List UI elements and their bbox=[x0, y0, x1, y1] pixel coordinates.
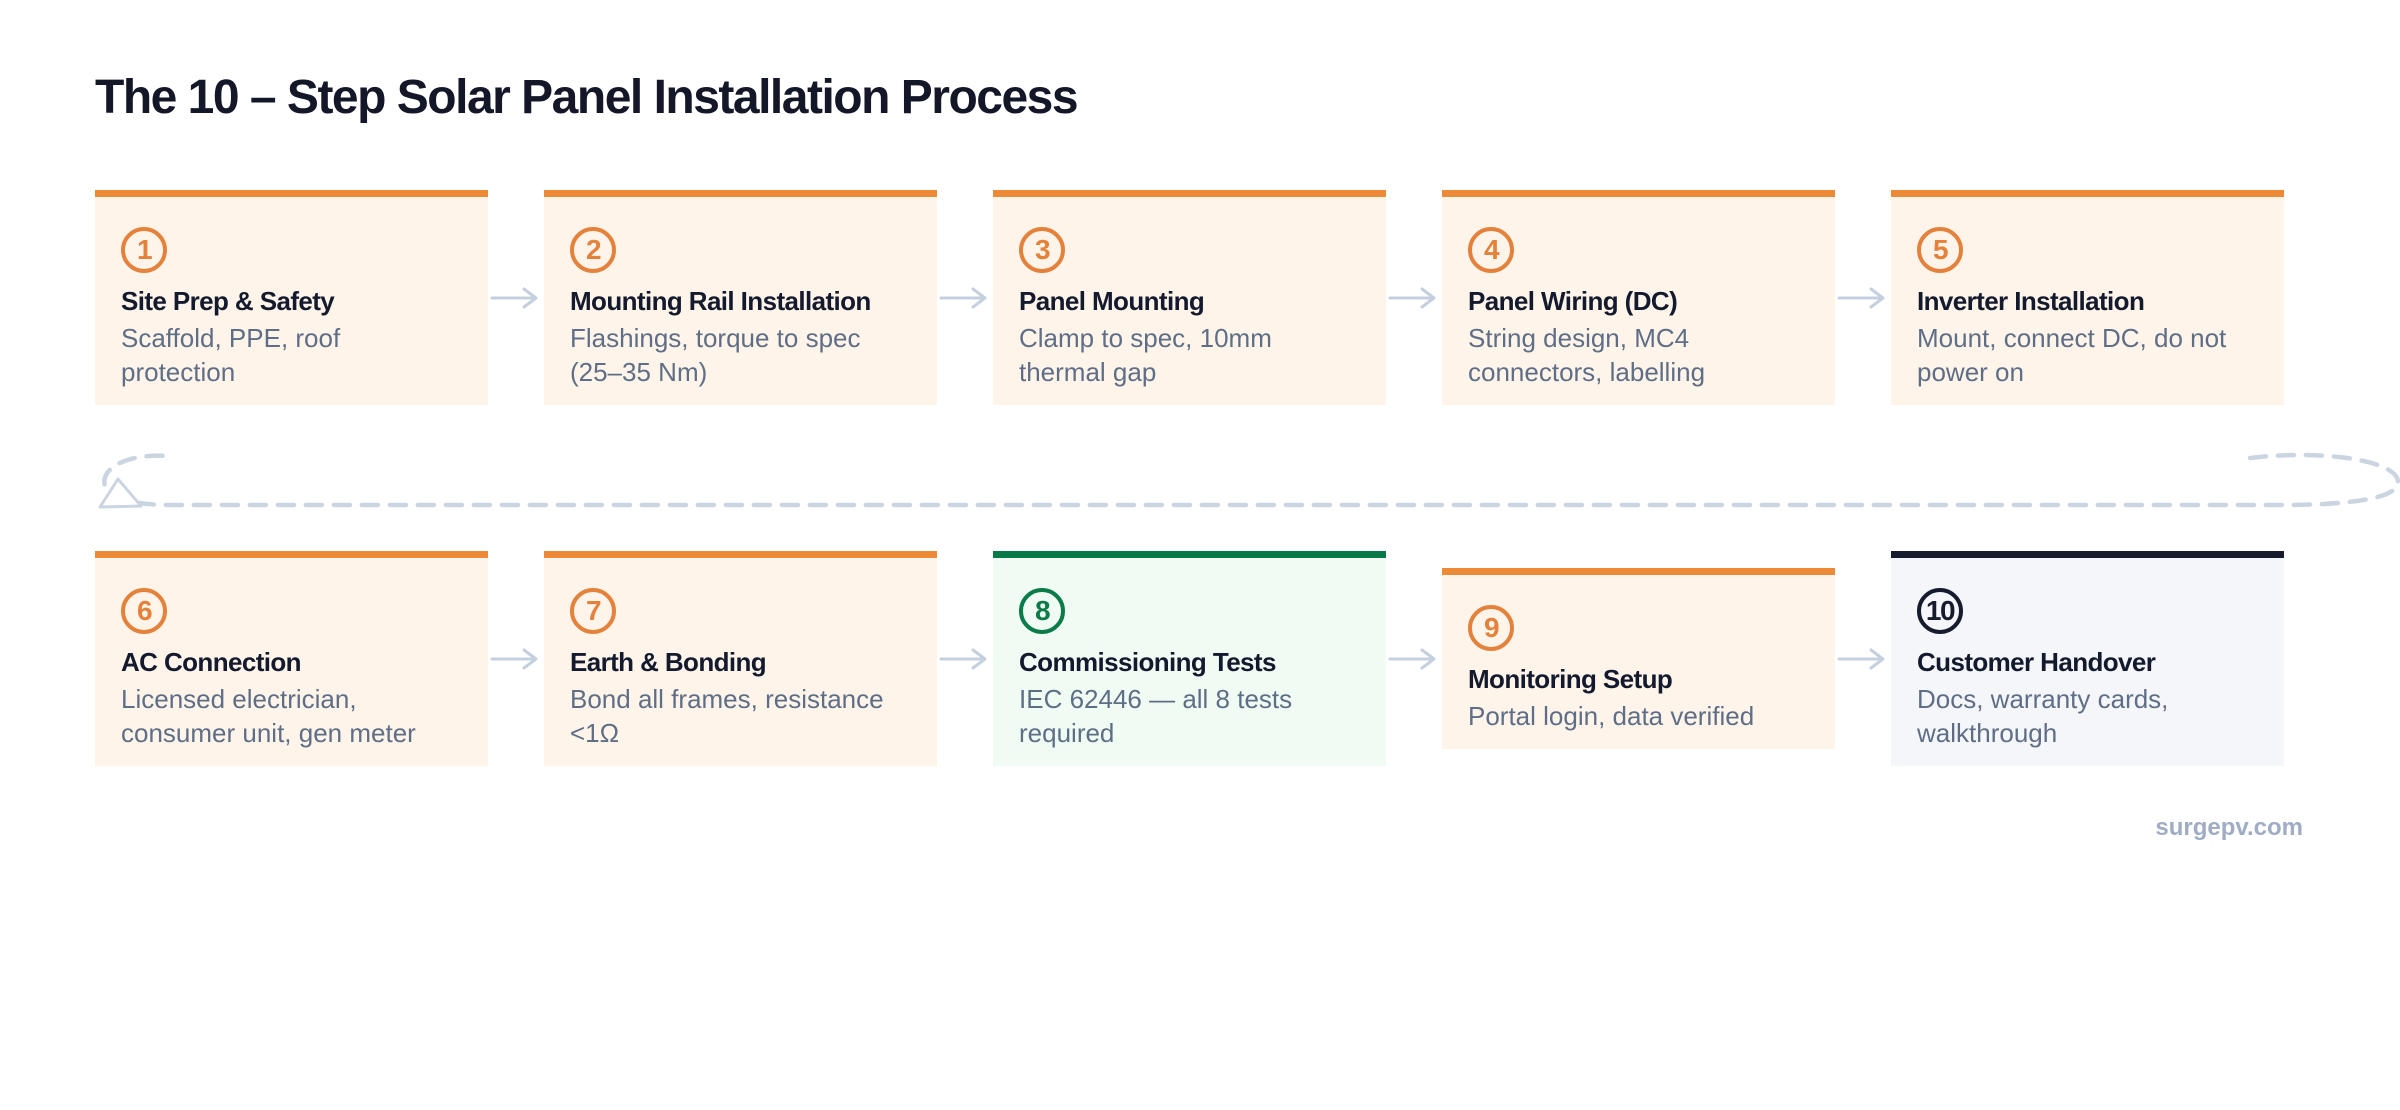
card-body: 2 Mounting Rail Installation Flashings, … bbox=[544, 197, 937, 405]
step-number-badge: 5 bbox=[1917, 227, 1963, 273]
step-title: Customer Handover bbox=[1917, 647, 2156, 677]
card-body: 5 Inverter Installation Mount, connect D… bbox=[1891, 197, 2284, 405]
card-body: 1 Site Prep & Safety Scaffold, PPE, roof… bbox=[95, 197, 488, 405]
step-arrow bbox=[1386, 647, 1442, 671]
row-2: 6 AC Connection Licensed electrician, co… bbox=[0, 551, 2400, 766]
card-accent-bar bbox=[95, 551, 488, 558]
arrow-right-icon bbox=[1837, 287, 1885, 308]
step-card: 1 Site Prep & Safety Scaffold, PPE, roof… bbox=[95, 190, 488, 405]
card-accent-bar bbox=[1442, 568, 1835, 575]
step-card: 5 Inverter Installation Mount, connect D… bbox=[1891, 190, 2284, 405]
step-description: Clamp to spec, 10mm thermal gap bbox=[1019, 323, 1272, 387]
step-title: Commissioning Tests bbox=[1019, 647, 1276, 677]
card-body: 10 Customer Handover Docs, warranty card… bbox=[1891, 558, 2284, 766]
step-description: Scaffold, PPE, roof protection bbox=[121, 323, 341, 387]
step-card: 10 Customer Handover Docs, warranty card… bbox=[1891, 551, 2284, 766]
step-number-badge: 2 bbox=[570, 227, 616, 273]
step-arrow bbox=[488, 286, 544, 310]
loop-connector bbox=[0, 405, 2400, 551]
step-arrow bbox=[937, 647, 993, 671]
step-arrow bbox=[1835, 286, 1891, 310]
step-number-badge: 4 bbox=[1468, 227, 1514, 273]
card-accent-bar bbox=[544, 190, 937, 197]
card-body: 6 AC Connection Licensed electrician, co… bbox=[95, 558, 488, 766]
step-arrow bbox=[488, 647, 544, 671]
step-description: Licensed electrician, consumer unit, gen… bbox=[121, 684, 416, 748]
step-card: 6 AC Connection Licensed electrician, co… bbox=[95, 551, 488, 766]
step-title: Panel Mounting bbox=[1019, 286, 1205, 316]
card-accent-bar bbox=[95, 190, 488, 197]
step-card: 7 Earth & Bonding Bond all frames, resis… bbox=[544, 551, 937, 766]
arrow-right-icon bbox=[490, 287, 538, 308]
step-number-badge: 3 bbox=[1019, 227, 1065, 273]
step-number-badge: 1 bbox=[121, 227, 167, 273]
card-body: 9 Monitoring Setup Portal login, data ve… bbox=[1442, 575, 1835, 749]
step-description: IEC 62446 — all 8 tests required bbox=[1019, 684, 1293, 748]
loop-connector-icon bbox=[98, 452, 2400, 509]
step-number-badge: 8 bbox=[1019, 588, 1065, 634]
step-card: 8 Commissioning Tests IEC 62446 — all 8 … bbox=[993, 551, 1386, 766]
step-card: 9 Monitoring Setup Portal login, data ve… bbox=[1442, 568, 1835, 749]
card-accent-bar bbox=[993, 551, 1386, 558]
arrow-right-icon bbox=[490, 648, 538, 669]
step-description: Flashings, torque to spec (25–35 Nm) bbox=[570, 323, 861, 387]
arrow-right-icon bbox=[939, 287, 987, 308]
step-arrow bbox=[1386, 286, 1442, 310]
arrow-right-icon bbox=[939, 648, 987, 669]
step-number-badge: 10 bbox=[1917, 588, 1963, 634]
step-number-badge: 6 bbox=[121, 588, 167, 634]
step-arrow bbox=[937, 286, 993, 310]
page-title: The 10 – Step Solar Panel Installation P… bbox=[95, 71, 1079, 124]
step-card: 3 Panel Mounting Clamp to spec, 10mm the… bbox=[993, 190, 1386, 405]
process-flow: 1 Site Prep & Safety Scaffold, PPE, roof… bbox=[0, 190, 2400, 766]
step-number-badge: 7 bbox=[570, 588, 616, 634]
step-title: AC Connection bbox=[121, 647, 302, 677]
step-title: Panel Wiring (DC) bbox=[1468, 286, 1678, 316]
arrow-right-icon bbox=[1388, 287, 1436, 308]
step-number-badge: 9 bbox=[1468, 605, 1514, 651]
card-accent-bar bbox=[993, 190, 1386, 197]
step-description: Mount, connect DC, do not power on bbox=[1917, 323, 2227, 387]
step-title: Mounting Rail Installation bbox=[570, 286, 871, 316]
card-accent-bar bbox=[1891, 551, 2284, 558]
step-description: Bond all frames, resistance <1Ω bbox=[570, 684, 884, 748]
card-body: 3 Panel Mounting Clamp to spec, 10mm the… bbox=[993, 197, 1386, 405]
card-body: 4 Panel Wiring (DC) String design, MC4 c… bbox=[1442, 197, 1835, 405]
brand-footer: surgepv.com bbox=[2155, 814, 2303, 841]
card-body: 8 Commissioning Tests IEC 62446 — all 8 … bbox=[993, 558, 1386, 766]
step-description: Docs, warranty cards, walkthrough bbox=[1917, 684, 2169, 748]
loop-arrowhead-icon bbox=[98, 477, 143, 509]
step-title: Earth & Bonding bbox=[570, 647, 767, 677]
card-body: 7 Earth & Bonding Bond all frames, resis… bbox=[544, 558, 937, 766]
step-card: 4 Panel Wiring (DC) String design, MC4 c… bbox=[1442, 190, 1835, 405]
card-accent-bar bbox=[1891, 190, 2284, 197]
row-1: 1 Site Prep & Safety Scaffold, PPE, roof… bbox=[0, 190, 2400, 405]
arrow-right-icon bbox=[1837, 648, 1885, 669]
card-accent-bar bbox=[544, 551, 937, 558]
step-title: Monitoring Setup bbox=[1468, 664, 1673, 694]
step-title: Inverter Installation bbox=[1917, 286, 2145, 316]
step-arrow bbox=[1835, 647, 1891, 671]
step-description: String design, MC4 connectors, labelling bbox=[1468, 323, 1706, 387]
step-card: 2 Mounting Rail Installation Flashings, … bbox=[544, 190, 937, 405]
arrow-right-icon bbox=[1388, 648, 1436, 669]
card-accent-bar bbox=[1442, 190, 1835, 197]
step-description: Portal login, data verified bbox=[1468, 701, 1755, 731]
step-title: Site Prep & Safety bbox=[121, 286, 335, 316]
